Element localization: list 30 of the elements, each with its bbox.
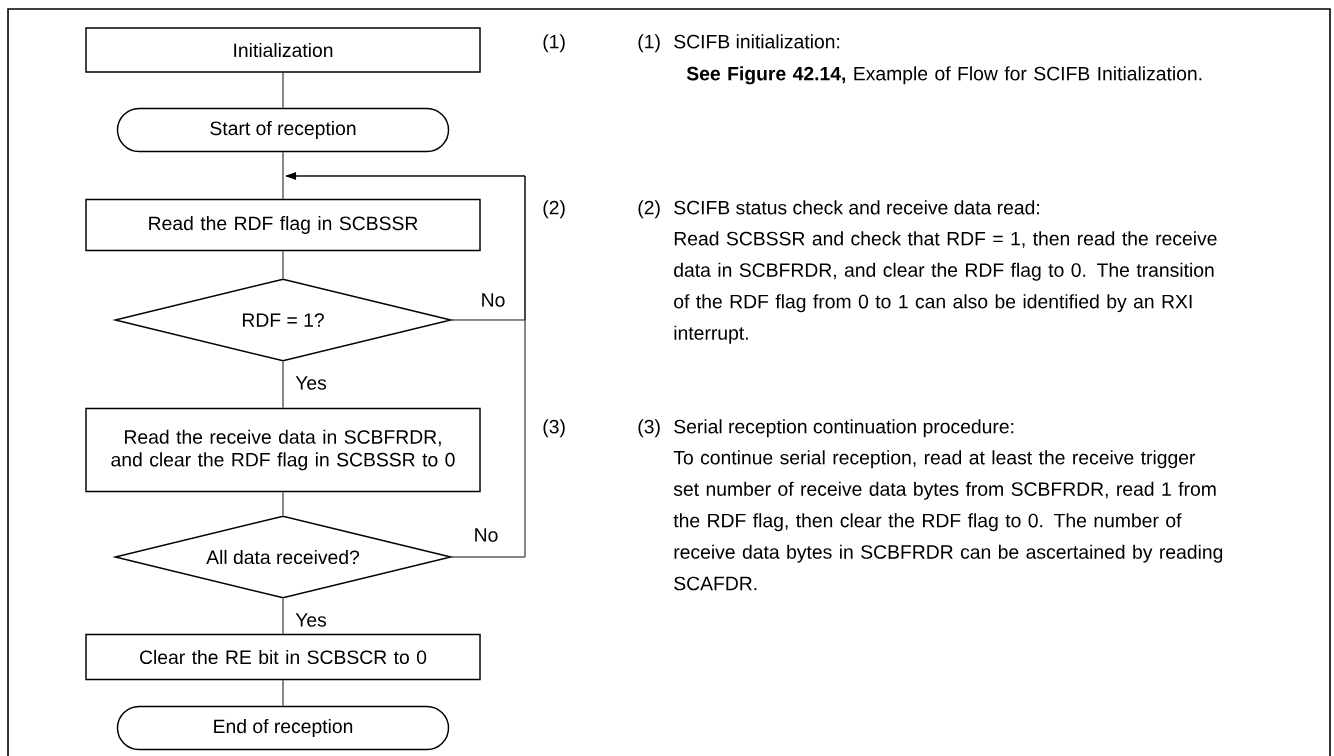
note-heading: Serial reception continuation procedure: <box>674 419 1014 438</box>
terminal-box: Start of reception <box>116 107 450 153</box>
process-box: Clear the RE bit in SCBSCR to 0 <box>85 633 481 681</box>
edge-label: Yes <box>293 374 329 392</box>
note-heading: SCIFB initialization: <box>674 34 840 49</box>
connector <box>282 491 284 516</box>
connector <box>282 598 284 635</box>
step-number: (3) <box>543 419 565 438</box>
connector <box>282 250 284 279</box>
process-box: Read the RDF flag in SCBSSR <box>85 198 481 252</box>
step-number: (2) <box>543 200 565 219</box>
edge-label: No <box>479 291 507 309</box>
connector <box>285 172 526 558</box>
edge-label: No <box>472 526 500 544</box>
step-number: (2) <box>638 200 660 219</box>
edge-label: Yes <box>293 611 329 629</box>
step-number: (1) <box>638 34 660 53</box>
note-text: Read SCBSSR and check that RDF = 1, then read the receive data in SCBFRDR, and clear the RDF flag to 0. The transition of the RDF flag from 0 to 1 can also be identified by an RXI interrupt. <box>674 231 1217 344</box>
connector <box>282 361 284 409</box>
connector <box>282 72 284 109</box>
terminal-box: End of reception <box>116 705 450 751</box>
note-text: To continue serial reception, read at least the receive trigger set number of receive data bytes from SCBFRDR, read 1 from the RDF flag, then clear the RDF flag to 0. The number of receive data bytes in SCBFRDR can be ascertained by reading SCAFDR. <box>673 450 1223 591</box>
process-box: Initialization <box>85 27 481 73</box>
note-heading: SCIFB status check and receive data read: <box>674 200 1039 215</box>
step-number: (3) <box>638 419 660 438</box>
connector <box>282 151 284 200</box>
process-box: Read the receive data in SCBFRDR, and clear the RDF flag in SCBSSR to 0 <box>85 407 481 493</box>
connector <box>282 679 284 707</box>
note-text: See Figure 42.14, Example of Flow for SCIFB Initialization. <box>686 66 1202 85</box>
step-number: (1) <box>543 34 565 53</box>
